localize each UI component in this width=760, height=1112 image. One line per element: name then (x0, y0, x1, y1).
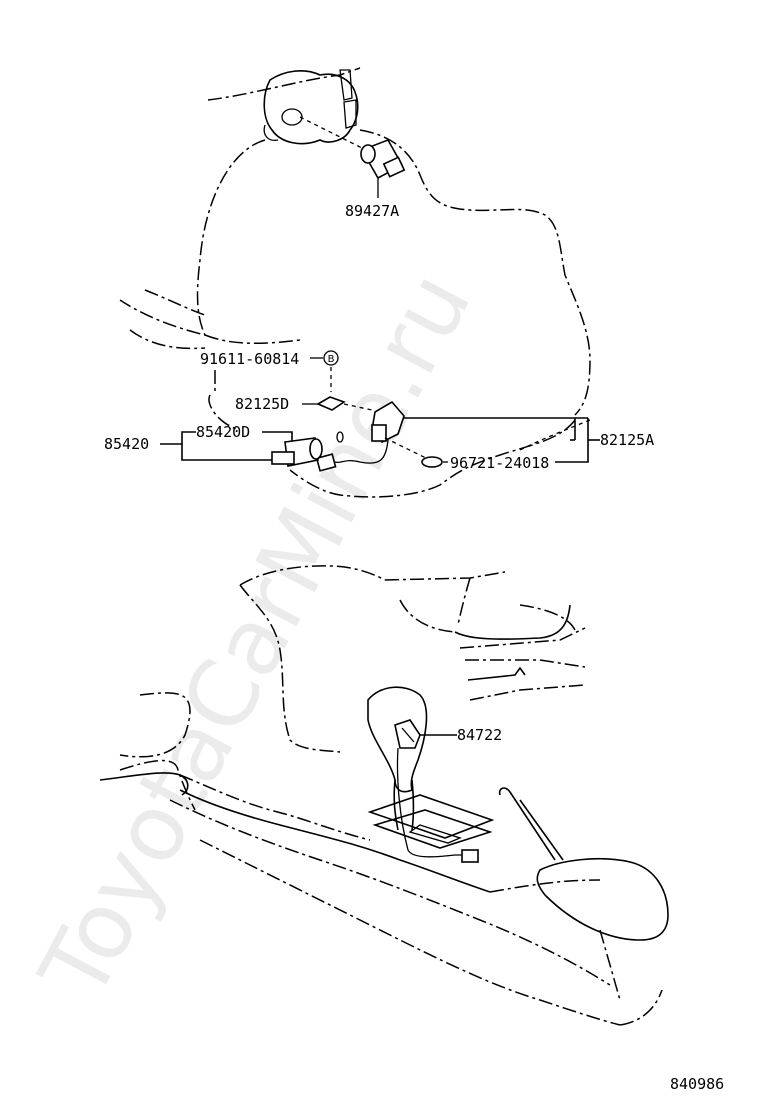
callout-82125D[interactable]: 82125D (235, 395, 289, 413)
watermark-text: ToyotaCarMine.ru (19, 255, 491, 1016)
part-96721-24018-o-ring[interactable] (421, 456, 443, 468)
parking-brake-lever (498, 787, 669, 1001)
callout-84722[interactable]: 84722 (457, 726, 502, 744)
part-85420-speed-sensor[interactable] (271, 431, 344, 467)
transmission-top-housing (263, 69, 363, 149)
diagram-code: 840986 (670, 1075, 724, 1093)
transmission-outline (119, 67, 591, 498)
part-89427A-speed-sensor[interactable] (360, 139, 406, 198)
shift-gate (367, 794, 495, 849)
callout-89427A[interactable]: 89427A (345, 202, 399, 220)
part-84722-overdrive-switch[interactable] (394, 719, 479, 863)
callout-85420D[interactable]: 85420D (196, 423, 250, 441)
callout-96721-24018[interactable]: 96721-24018 (450, 454, 549, 472)
callout-91611-60814[interactable]: 91611-60814 (200, 350, 299, 368)
callout-82125A[interactable]: 82125A (600, 431, 654, 449)
bolt-marker-letter: B (328, 354, 335, 365)
callout-85420[interactable]: 85420 (104, 435, 149, 453)
bolt-marker-B (323, 350, 339, 366)
part-82125A-switch[interactable] (315, 400, 405, 472)
floor-console-outline (99, 565, 663, 1026)
shift-lever (367, 686, 428, 831)
part-82125D-gasket[interactable] (316, 396, 346, 411)
